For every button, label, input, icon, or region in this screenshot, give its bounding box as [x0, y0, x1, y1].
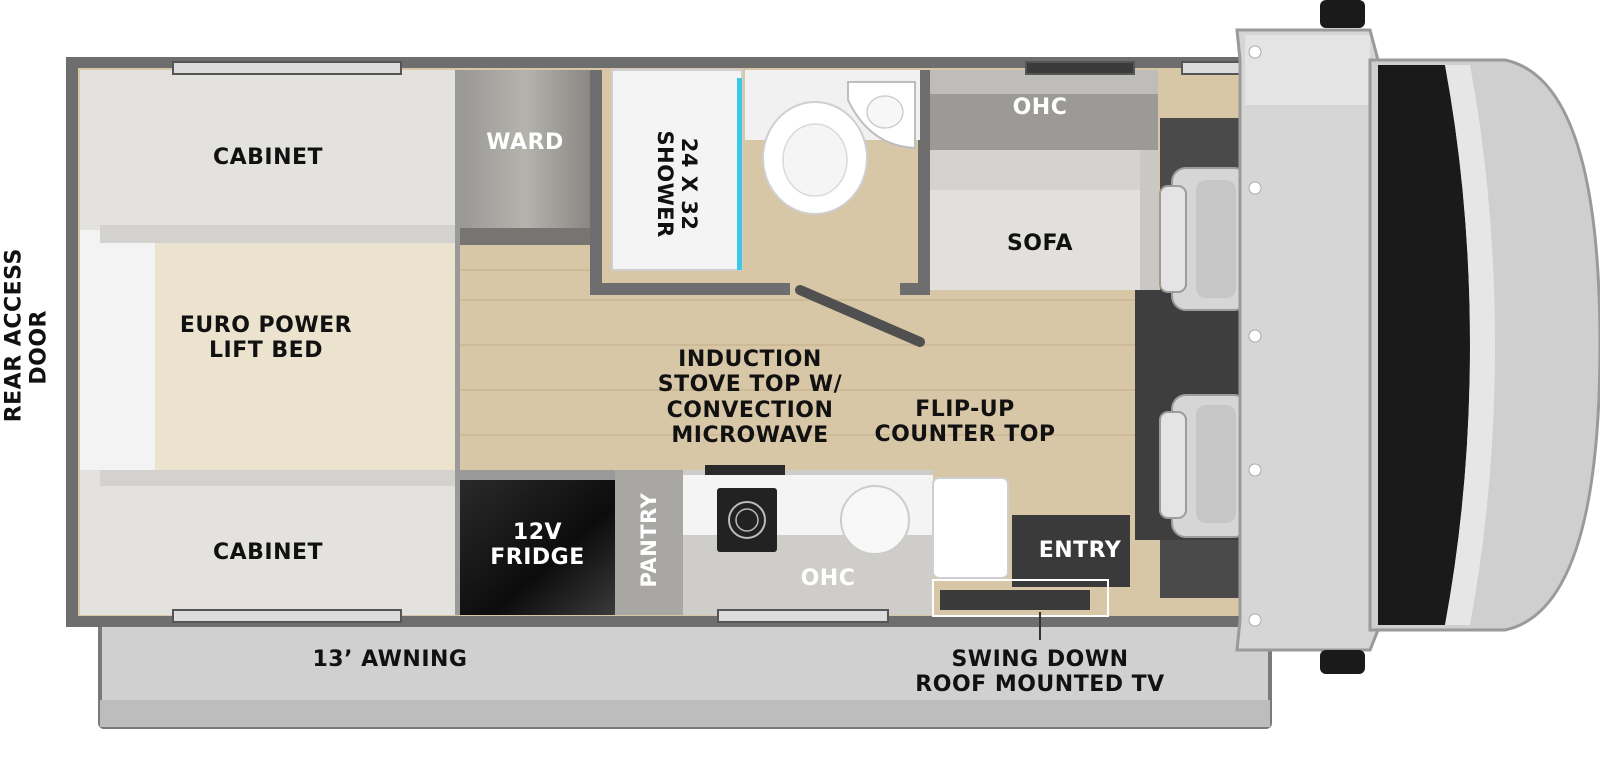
bath-door — [795, 285, 925, 347]
induction-cooktop — [717, 488, 777, 552]
flip-up-label: FLIP-UP COUNTER TOP — [860, 397, 1070, 448]
tv-line-1: SWING DOWN — [951, 647, 1129, 672]
shower — [611, 69, 743, 271]
sofa-label: SOFA — [1006, 231, 1074, 256]
induction-burner-inner — [735, 508, 759, 532]
ward-label: WARD — [486, 130, 564, 155]
induction-line-3: CONVECTION — [666, 397, 834, 423]
entry-step — [1012, 515, 1130, 587]
cabinet-bottom-shadow — [100, 470, 457, 486]
flip-up-counter — [932, 477, 1009, 579]
window-bottom-mid — [717, 609, 889, 623]
shower-label-line-1: 24 X 32 — [677, 137, 702, 231]
shower-label-line-2: SHOWER — [653, 130, 677, 238]
entry-label: ENTRY — [1038, 538, 1122, 563]
shower-accent — [737, 78, 742, 270]
bed-label-line-2: LIFT BED — [209, 338, 323, 364]
fridge — [460, 478, 615, 615]
wardrobe-bottom — [460, 228, 590, 245]
flip-up-line-2: COUNTER TOP — [874, 422, 1056, 448]
induction-line-2: STOVE TOP W/ — [657, 372, 843, 398]
sofa-arm — [1140, 150, 1158, 290]
floor-planks — [460, 269, 1140, 436]
ohc-bottom-label: OHC — [800, 566, 856, 591]
tv-unit — [940, 590, 1090, 610]
bed-sheet — [155, 245, 457, 470]
driver-seat — [1159, 167, 1249, 311]
fridge-line-2: FRIDGE — [490, 545, 585, 571]
fridge-label: 12V FRIDGE — [470, 520, 605, 571]
bath-wall-right — [918, 70, 930, 295]
awning-label: 13’ AWNING — [312, 647, 468, 672]
bed-label-line-1: EURO POWER — [179, 313, 353, 338]
galley-sink — [840, 485, 910, 555]
fridge-top-trim — [460, 470, 615, 480]
sofa-back — [930, 150, 1158, 190]
cab-front — [1235, 0, 1600, 674]
bath-wall-left — [590, 70, 602, 295]
tv-outline — [932, 579, 1109, 617]
cabinet-top — [80, 70, 457, 230]
rear-access-door-label: REAR ACCESS DOOR — [1, 248, 53, 423]
induction-label: INDUCTION STOVE TOP W/ CONVECTION MICROW… — [630, 347, 870, 448]
passenger-seat — [1159, 394, 1249, 538]
cabinet-top-shadow — [100, 225, 457, 243]
bath-wall-bottom-right — [900, 283, 930, 295]
awning-edge — [100, 700, 1270, 727]
toilet-bowl — [782, 123, 848, 197]
induction-line-4: MICROWAVE — [671, 422, 829, 448]
window-top-right — [1025, 61, 1135, 75]
pantry — [615, 470, 683, 615]
bed-label: EURO POWER LIFT BED — [160, 313, 372, 364]
fridge-line-1: 12V — [512, 520, 563, 545]
rear-access-door-line-2: DOOR — [27, 310, 52, 385]
stove-vent — [705, 465, 785, 475]
wardrobe — [460, 70, 590, 245]
shower-label: 24 X 32 SHOWER — [653, 114, 701, 254]
window-top-left — [172, 61, 402, 75]
tv-label: SWING DOWN ROOF MOUNTED TV — [895, 647, 1185, 698]
rear-access-door-line-1: REAR ACCESS — [1, 248, 27, 423]
window-top-right-2 — [1181, 61, 1243, 75]
bed-partition — [455, 70, 460, 615]
pantry-label: PANTRY — [636, 492, 661, 588]
cabinet-bottom — [80, 470, 457, 615]
ohc-top-label: OHC — [1012, 95, 1068, 120]
window-bottom-left — [172, 609, 402, 623]
cabinet-bottom-label: CABINET — [212, 540, 324, 565]
bath-wall-bottom — [590, 283, 790, 295]
sink-basin — [866, 95, 904, 129]
induction-line-1: INDUCTION — [678, 347, 822, 372]
cabinet-top-label: CABINET — [212, 145, 324, 170]
flip-up-line-1: FLIP-UP — [915, 397, 1015, 422]
induction-burner — [728, 501, 766, 539]
tv-line-2: ROOF MOUNTED TV — [915, 672, 1165, 698]
